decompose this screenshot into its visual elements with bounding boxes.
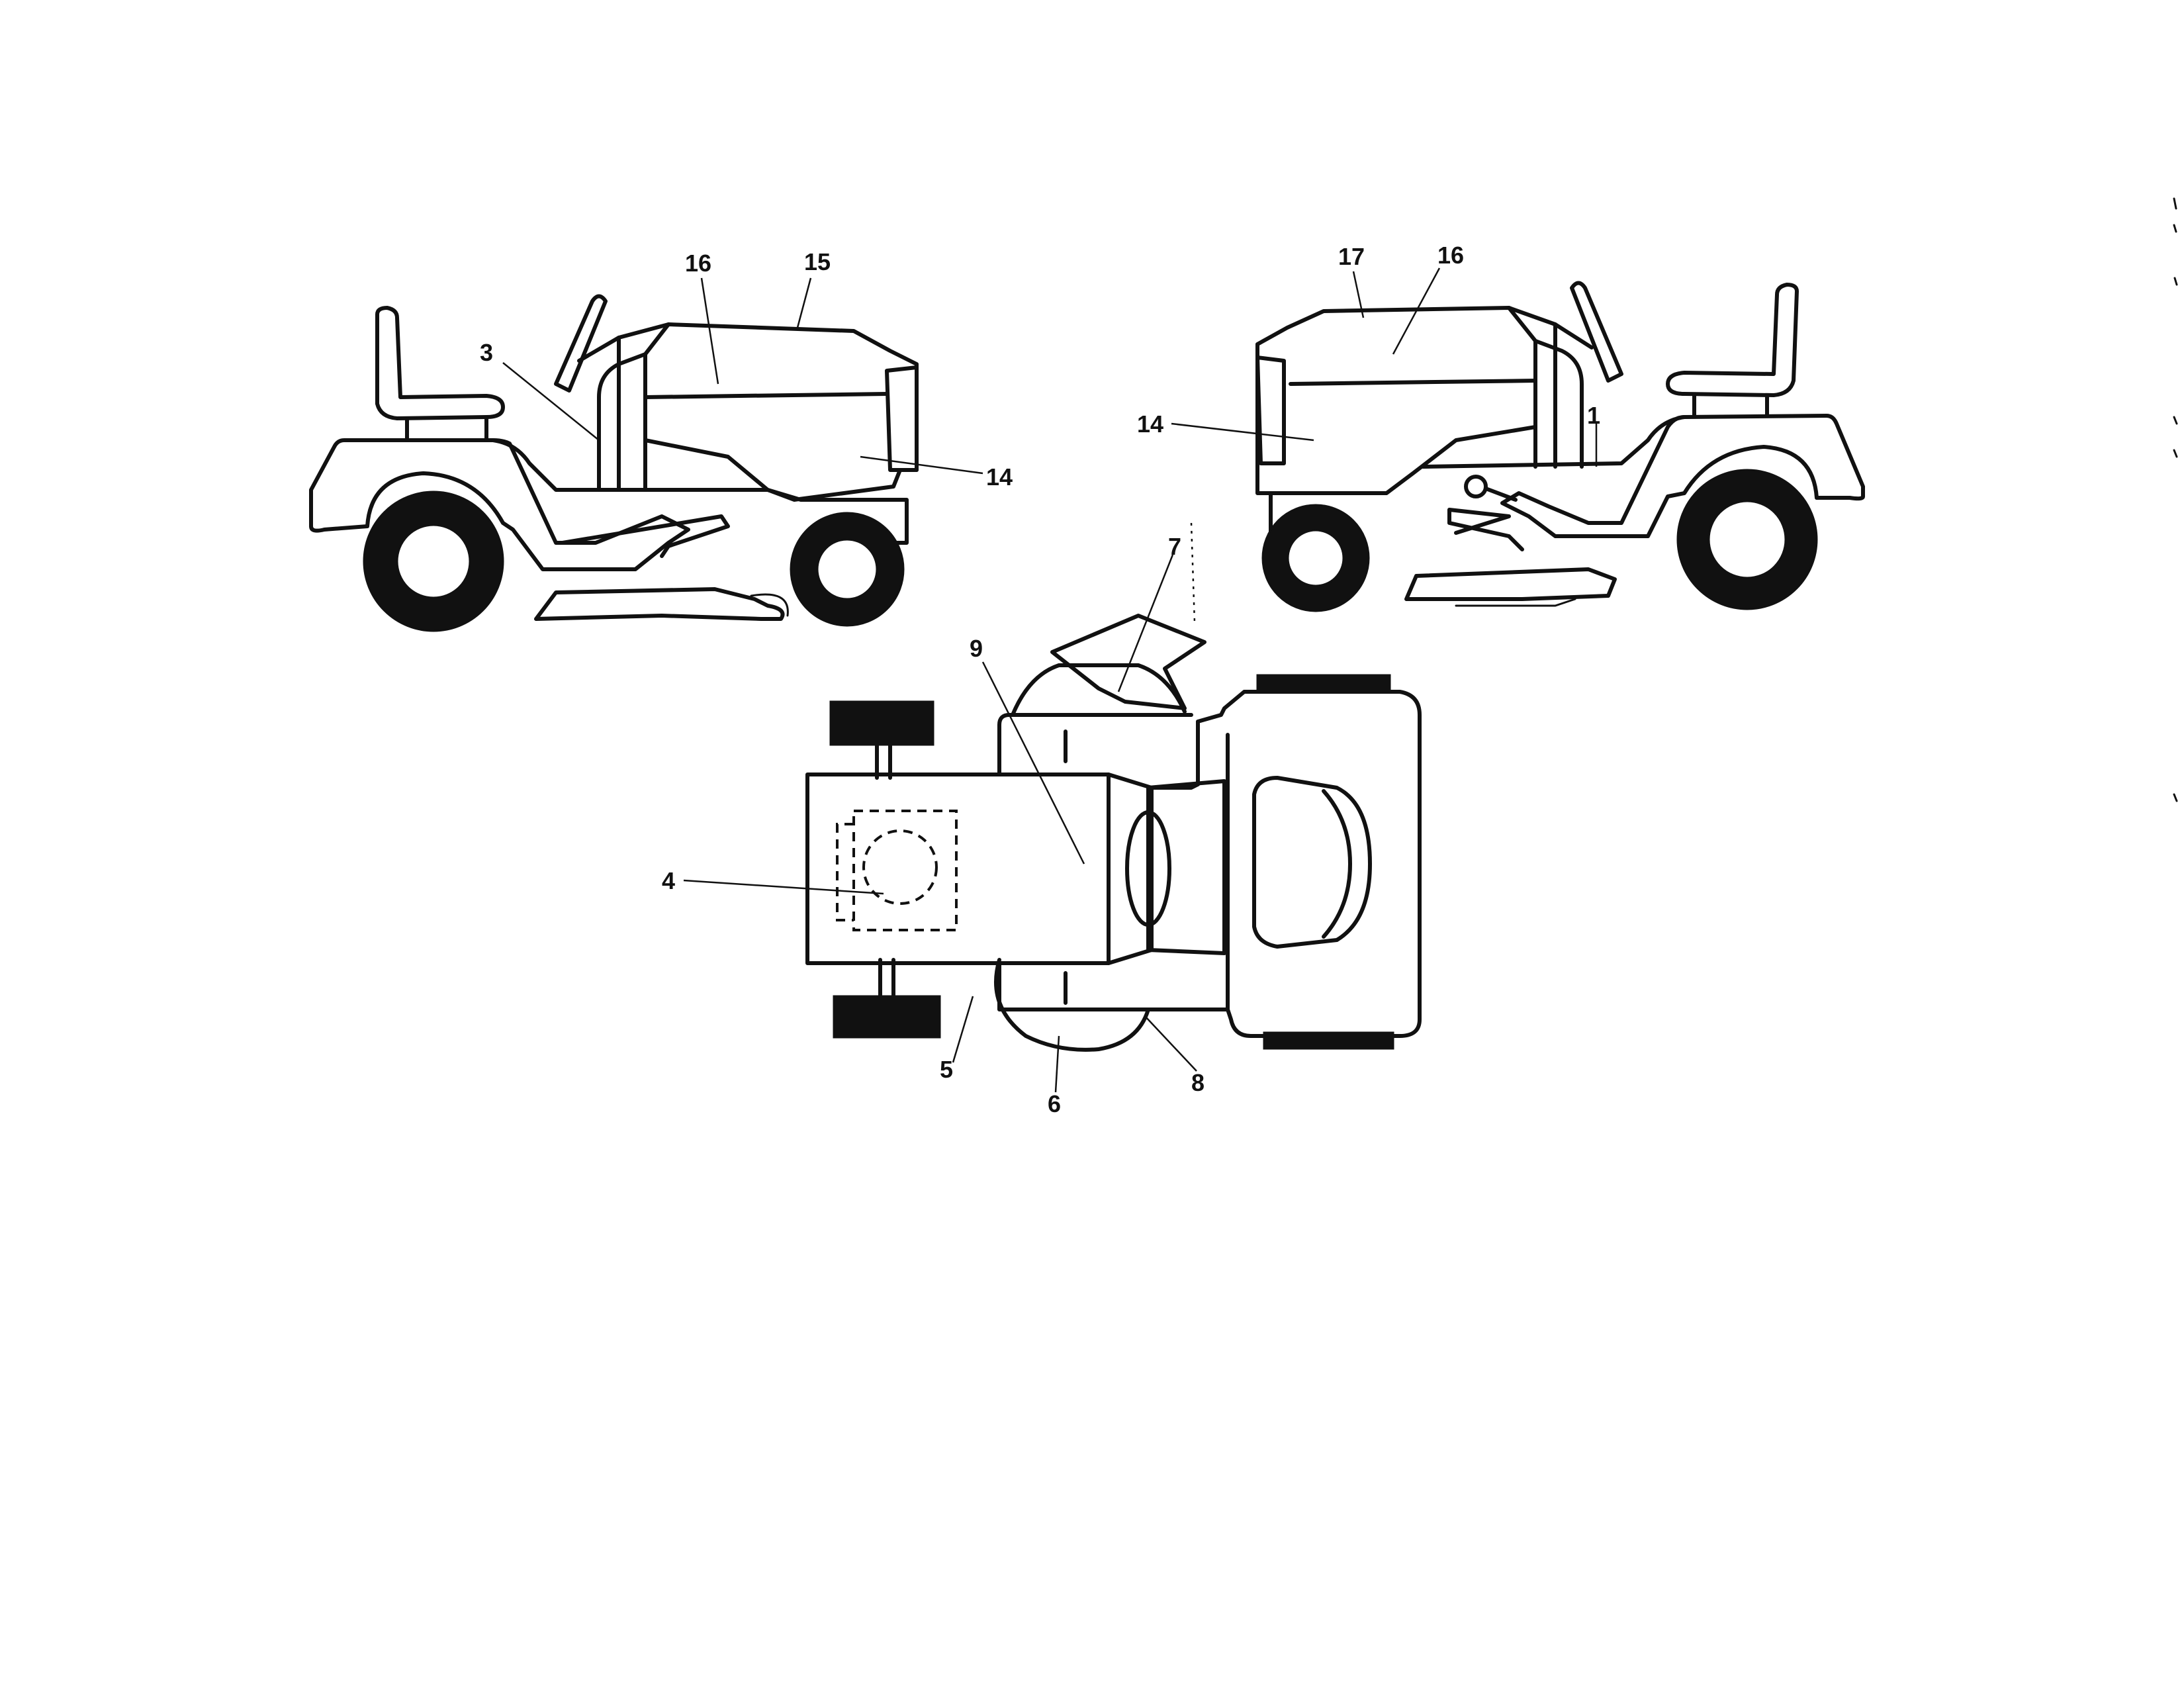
leader-top-5 — [952, 996, 974, 1063]
callout-right-17: 17 — [1338, 243, 1365, 270]
tractor-left-side-view: 16 15 3 14 — [309, 248, 1013, 632]
callout-top-8: 8 — [1191, 1069, 1205, 1096]
tractor-top-view: 7 9 4 5 6 8 — [662, 522, 1422, 1117]
callout-left-14: 14 — [986, 463, 1013, 491]
callout-top-5: 5 — [940, 1056, 953, 1083]
callout-top-4: 4 — [662, 867, 675, 894]
leader-top-8 — [1144, 1015, 1197, 1072]
leader-right-16 — [1392, 267, 1441, 355]
callout-right-14: 14 — [1137, 410, 1163, 438]
leader-top-9 — [981, 661, 1085, 865]
callout-top-9: 9 — [970, 635, 983, 662]
callout-left-15: 15 — [804, 248, 831, 275]
leader-right-17 — [1352, 271, 1365, 318]
callout-right-16: 16 — [1437, 242, 1464, 269]
callout-right-1: 1 — [1587, 402, 1600, 429]
leader-left-16 — [700, 277, 719, 385]
leader-left-3 — [502, 362, 600, 441]
leader-top-4 — [683, 879, 884, 895]
leader-top-7 — [1117, 554, 1174, 692]
leader-left-14 — [860, 455, 983, 475]
tractor-right-side-view: 17 16 14 1 — [1137, 242, 1865, 612]
scan-edge-marks — [2173, 197, 2178, 802]
leader-top-6 — [1054, 1035, 1060, 1093]
leader-left-15 — [796, 277, 812, 328]
callout-top-7: 7 — [1168, 533, 1181, 560]
callout-top-6: 6 — [1048, 1090, 1061, 1117]
leader-top-7-dot — [1190, 522, 1196, 623]
callout-left-3: 3 — [480, 339, 493, 366]
leader-right-14 — [1171, 422, 1314, 442]
callout-left-16: 16 — [685, 250, 711, 277]
